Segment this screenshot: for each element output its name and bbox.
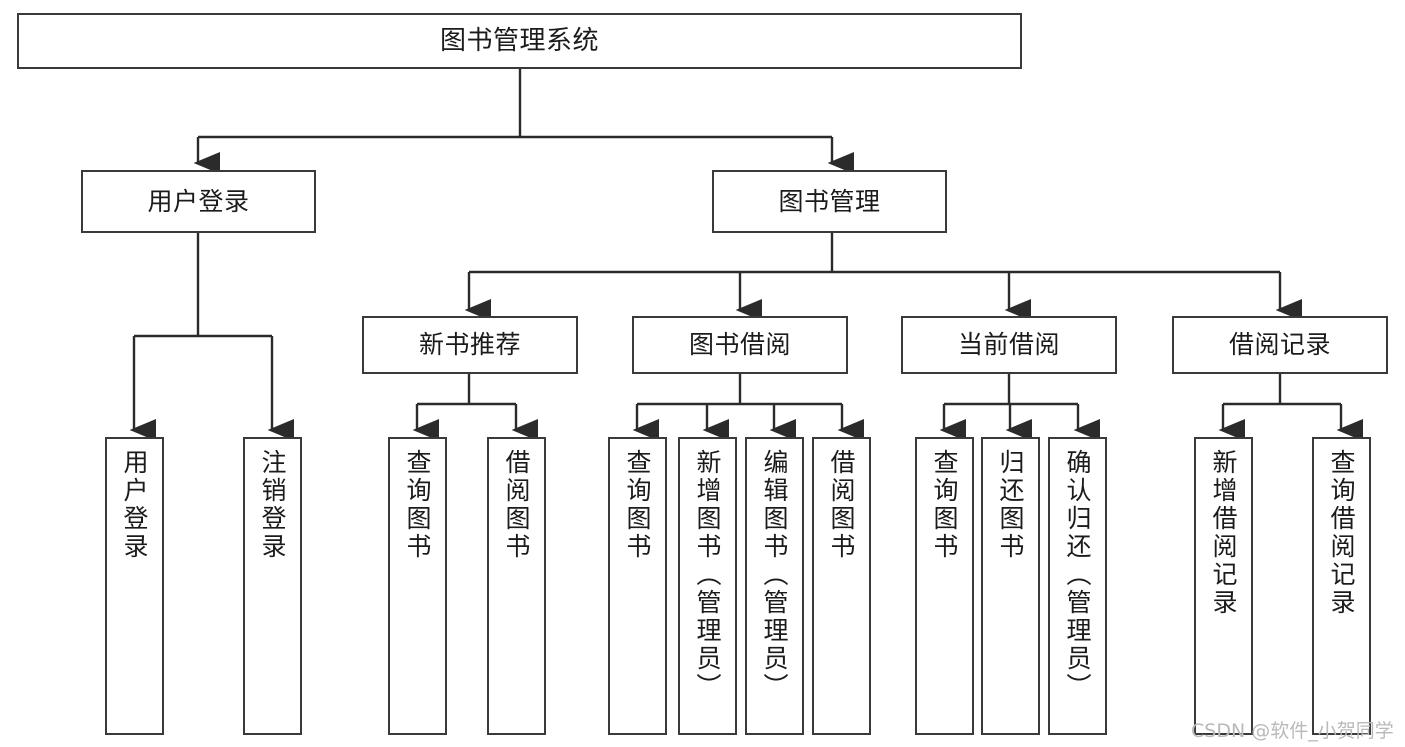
leaf-bb-query-book-label: 查询图书 xyxy=(623,449,652,561)
leaf-br-add-record[interactable]: 新增借阅记录 xyxy=(1194,437,1253,735)
leaf-cb-confirm-return-label: 确认归还（管理员） xyxy=(1063,449,1092,701)
leaf-bb-query-book[interactable]: 查询图书 xyxy=(608,437,667,735)
node-new-book-recommend[interactable]: 新书推荐 xyxy=(362,316,578,374)
leaf-cb-return-book-label: 归还图书 xyxy=(996,449,1025,561)
leaf-cb-query-book-label: 查询图书 xyxy=(930,449,959,561)
node-new-book-recommend-label: 新书推荐 xyxy=(418,330,521,360)
leaf-logout[interactable]: 注销登录 xyxy=(243,437,302,735)
leaf-bb-add-book-label: 新增图书（管理员） xyxy=(693,449,722,701)
leaf-bb-edit-book-label: 编辑图书（管理员） xyxy=(760,449,789,701)
node-user-login-label: 用户登录 xyxy=(147,186,250,216)
node-current-borrow[interactable]: 当前借阅 xyxy=(901,316,1117,374)
leaf-user-login-label: 用户登录 xyxy=(120,449,149,561)
node-book-manage-label: 图书管理 xyxy=(778,186,881,216)
node-root[interactable]: 图书管理系统 xyxy=(17,13,1022,69)
leaf-nb-borrow-book-label: 借阅图书 xyxy=(502,449,531,561)
node-book-borrow-label: 图书借阅 xyxy=(688,330,791,360)
leaf-br-query-record[interactable]: 查询借阅记录 xyxy=(1312,437,1371,735)
leaf-logout-label: 注销登录 xyxy=(258,449,287,561)
node-borrow-record[interactable]: 借阅记录 xyxy=(1172,316,1388,374)
leaf-nb-query-book[interactable]: 查询图书 xyxy=(388,437,447,735)
leaf-br-query-record-label: 查询借阅记录 xyxy=(1327,449,1356,617)
leaf-user-login[interactable]: 用户登录 xyxy=(105,437,164,735)
node-root-label: 图书管理系统 xyxy=(439,25,599,56)
node-book-manage[interactable]: 图书管理 xyxy=(712,170,947,233)
node-user-login[interactable]: 用户登录 xyxy=(81,170,316,233)
node-current-borrow-label: 当前借阅 xyxy=(957,330,1060,360)
leaf-bb-borrow-book-label: 借阅图书 xyxy=(827,449,856,561)
leaf-bb-add-book[interactable]: 新增图书（管理员） xyxy=(678,437,737,735)
leaf-br-add-record-label: 新增借阅记录 xyxy=(1209,449,1238,617)
leaf-bb-borrow-book[interactable]: 借阅图书 xyxy=(812,437,871,735)
node-borrow-record-label: 借阅记录 xyxy=(1228,330,1331,360)
leaf-nb-borrow-book[interactable]: 借阅图书 xyxy=(487,437,546,735)
leaf-bb-edit-book[interactable]: 编辑图书（管理员） xyxy=(745,437,804,735)
leaf-cb-query-book[interactable]: 查询图书 xyxy=(915,437,974,735)
node-book-borrow[interactable]: 图书借阅 xyxy=(632,316,848,374)
leaf-cb-return-book[interactable]: 归还图书 xyxy=(981,437,1040,735)
leaf-nb-query-book-label: 查询图书 xyxy=(403,449,432,561)
watermark: CSDN @软件_小贺同学 xyxy=(1191,720,1394,742)
leaf-cb-confirm-return[interactable]: 确认归还（管理员） xyxy=(1048,437,1107,735)
